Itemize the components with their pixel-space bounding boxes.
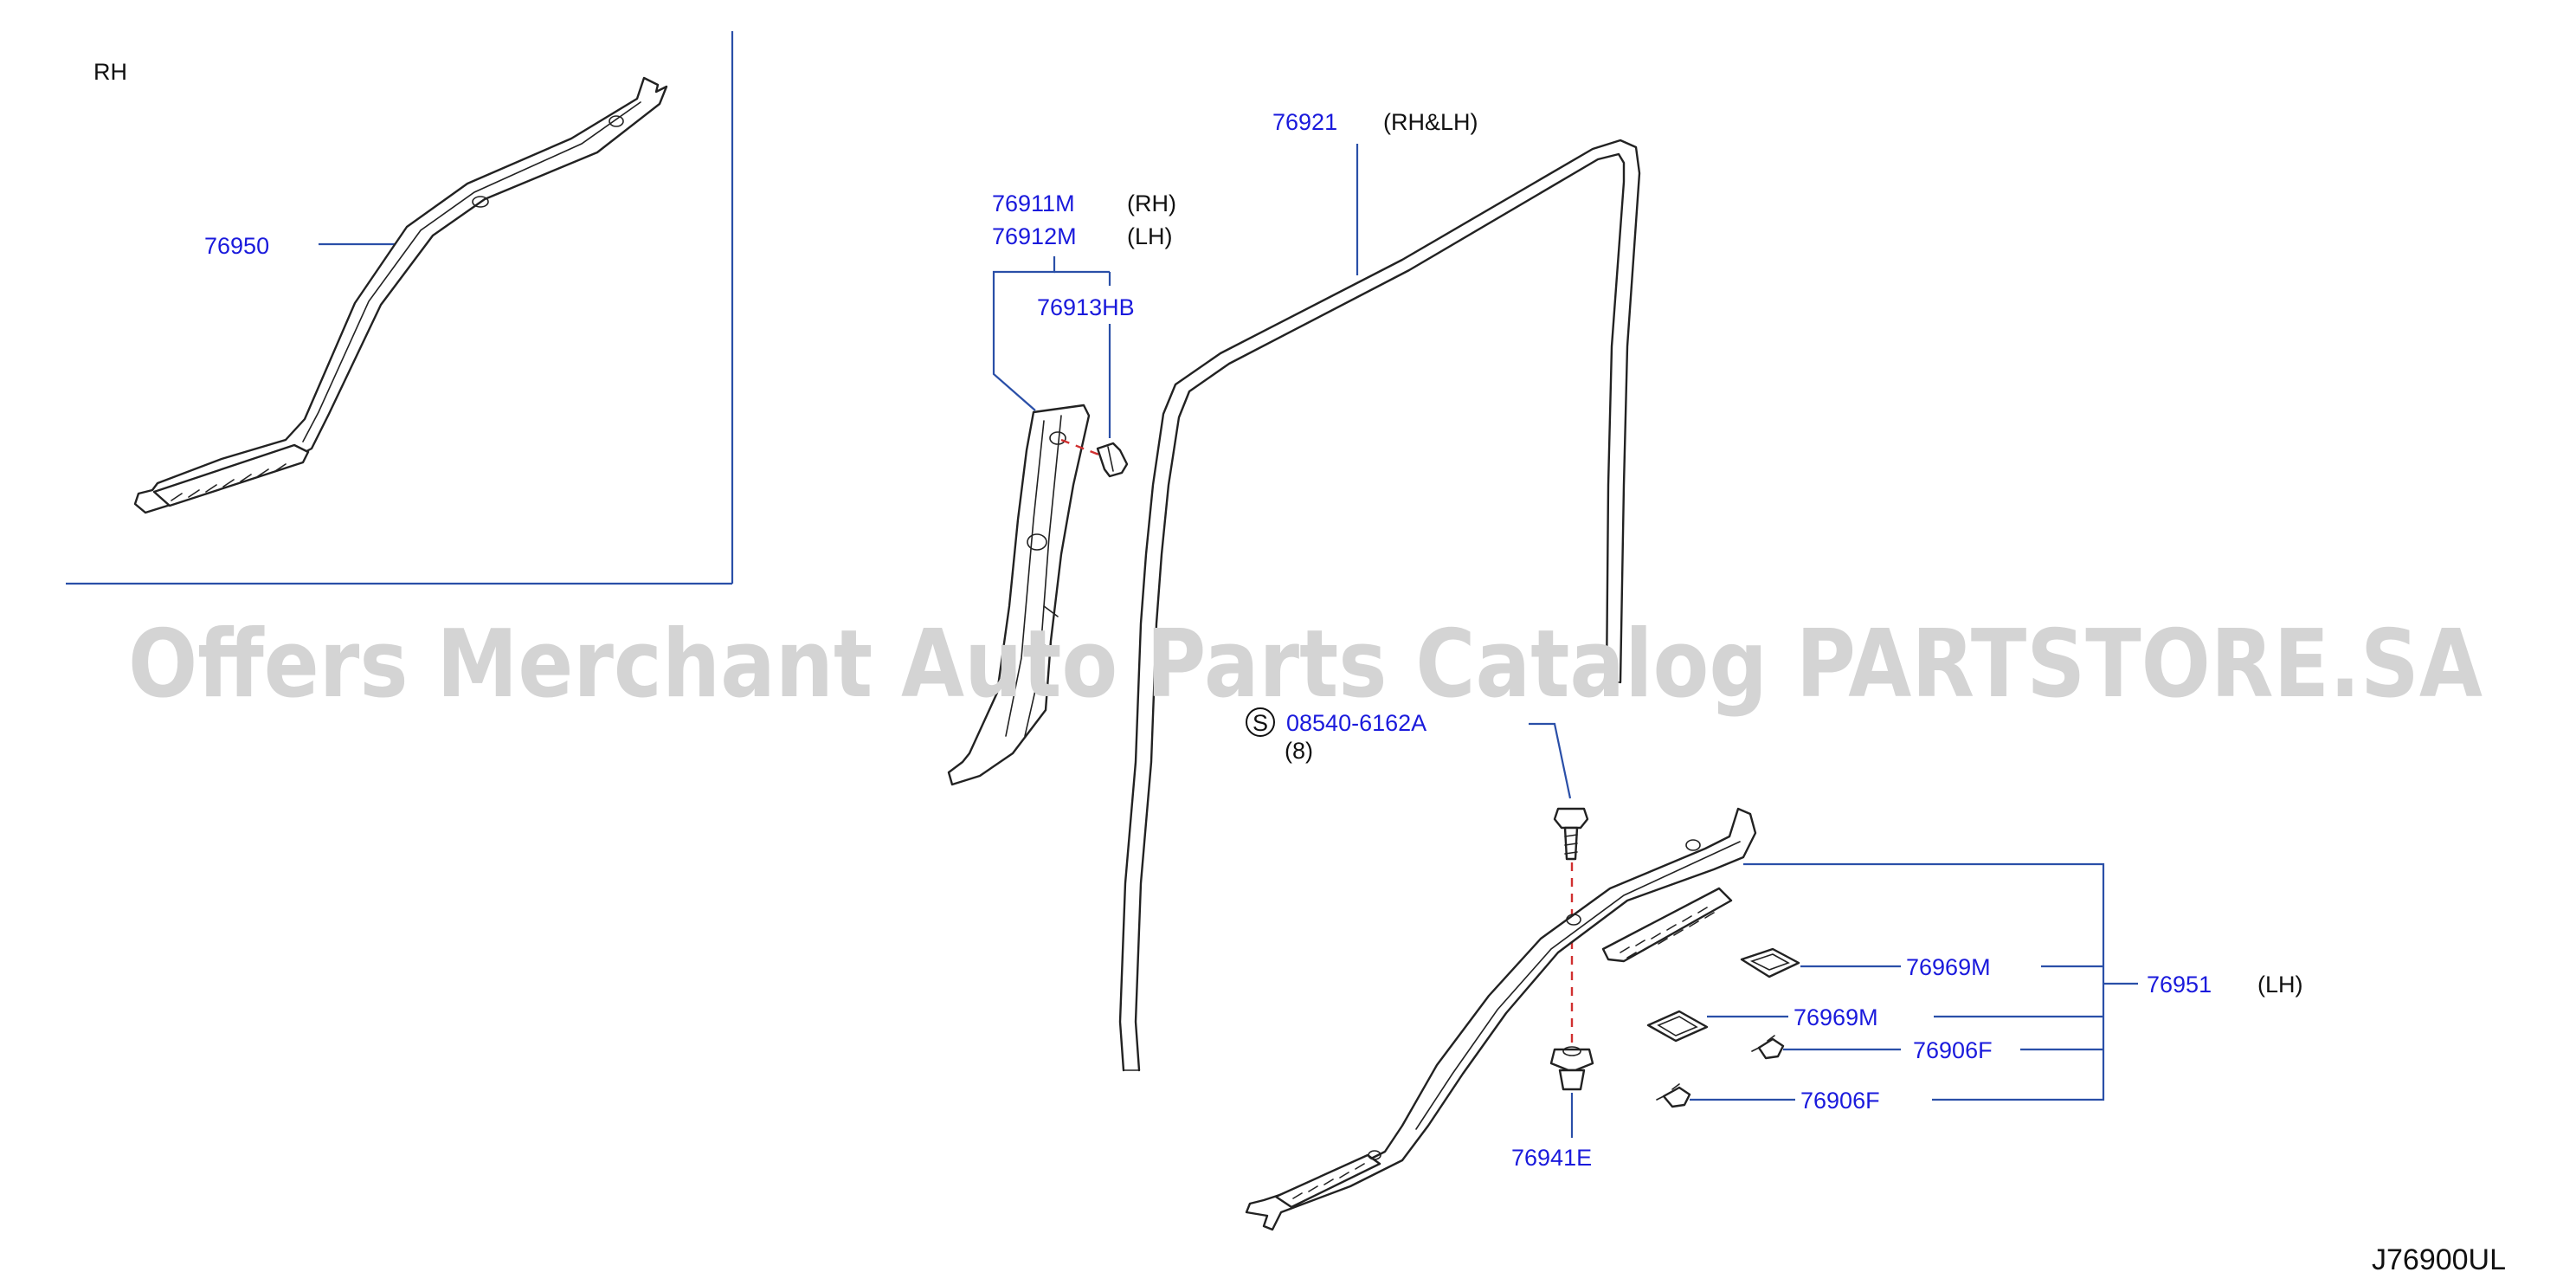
part-note-76912M: (LH)	[1127, 223, 1173, 249]
part-number-76950[interactable]: 76950	[204, 233, 269, 259]
leader-screw	[1529, 722, 1572, 799]
pad-76969M-lower-illustration	[1646, 1010, 1709, 1043]
part-number-76969M-upper[interactable]: 76969M	[1906, 954, 1991, 980]
screw-quantity: (8)	[1285, 738, 1313, 764]
part-number-76911M[interactable]: 76911M	[992, 190, 1075, 216]
part-number-76906F-lower[interactable]: 76906F	[1800, 1088, 1880, 1114]
part-number-76941E[interactable]: 76941E	[1511, 1145, 1592, 1171]
clip-76906F-lower-illustration	[1656, 1083, 1691, 1108]
kicking-plate-lh-illustration	[1245, 807, 1757, 1231]
part-number-76906F-upper[interactable]: 76906F	[1913, 1037, 1993, 1063]
diagram-code: J76900UL	[2372, 1243, 2506, 1276]
inset-rh-panel: RH 76950	[66, 31, 734, 585]
clip-76906F-upper-illustration	[1751, 1035, 1785, 1060]
clip-76913HB-illustration	[1096, 442, 1129, 478]
part-note-76951: (LH)	[2257, 972, 2303, 998]
pillar-garnish-illustration	[947, 404, 1091, 786]
inset-side-label: RH	[93, 59, 127, 85]
part-number-76912M[interactable]: 76912M	[992, 223, 1077, 249]
screw-symbol: S	[1253, 710, 1268, 736]
screw-symbol-circle	[1246, 707, 1275, 737]
part-note-76921: (RH&LH)	[1383, 109, 1478, 135]
kicking-plate-rh-illustration	[133, 76, 668, 514]
pillar-clip-axis	[1060, 438, 1102, 457]
clip-76941E-illustration	[1549, 1046, 1594, 1091]
part-note-76911M: (RH)	[1127, 190, 1176, 216]
screw-illustration	[1553, 807, 1589, 861]
leader-76911M-bracket	[992, 256, 1056, 411]
door-weatherstrip-illustration	[1118, 139, 1641, 1072]
leader-76951-bracket	[1743, 862, 2105, 1101]
pad-76969M-upper-illustration	[1740, 947, 1800, 978]
part-number-76921[interactable]: 76921	[1272, 109, 1337, 135]
part-number-76913HB[interactable]: 76913HB	[1037, 294, 1135, 320]
watermark-text: Offers Merchant Auto Parts Catalog PARTS…	[128, 610, 2483, 719]
part-number-08540-6162A[interactable]: 08540-6162A	[1286, 710, 1426, 736]
part-number-76951[interactable]: 76951	[2147, 972, 2212, 998]
part-number-76969M-lower[interactable]: 76969M	[1794, 1004, 1878, 1030]
